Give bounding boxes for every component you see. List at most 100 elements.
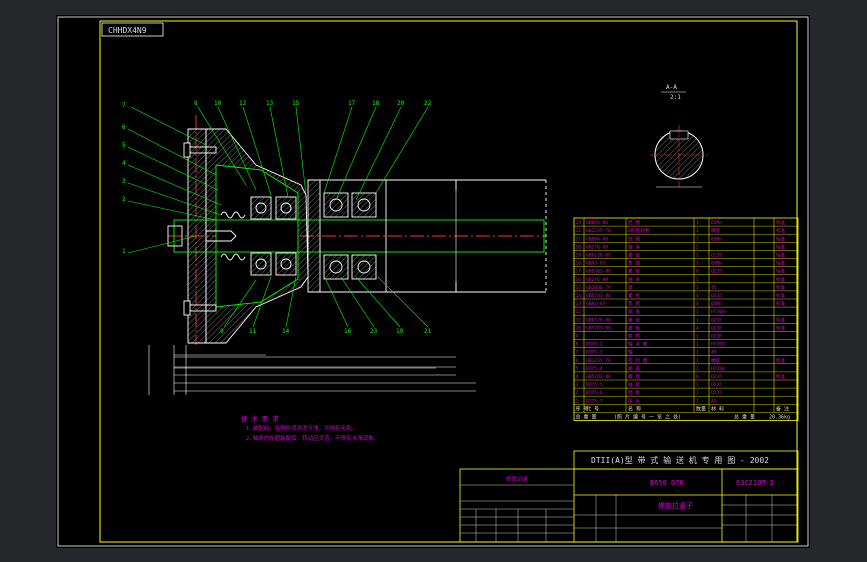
balloon-bottom-16: 16 xyxy=(344,328,352,335)
balloon-left-7: 7 xyxy=(122,102,126,109)
bom-cell-name: 挡 圈 xyxy=(628,219,640,226)
bom-cell-code: DT75-4 xyxy=(586,366,603,372)
bom-cell-no: 20 xyxy=(576,244,582,250)
bom-cell-qty: 1 xyxy=(696,236,699,242)
bom-cell-qty: 4 xyxy=(696,325,699,331)
bom-cell-code: GB1235-76 xyxy=(586,358,611,364)
balloon-left-2: 2 xyxy=(122,196,126,203)
balloon-left-3: 3 xyxy=(122,178,126,185)
bom-cell-code: DT75-6 xyxy=(586,390,603,396)
bom-cell-name: 螺 栓 xyxy=(628,292,640,299)
corner-tag: CHHDX4N9 xyxy=(108,26,147,35)
bom-cell-code: DT75-3 xyxy=(586,350,603,356)
bom-cell-code: GB6170-86 xyxy=(586,253,611,259)
bom-cell-mat: 65Mn xyxy=(711,301,722,307)
bom-cell-no: 2 xyxy=(576,390,579,396)
bom-cell-name: 螺 栓 xyxy=(628,324,640,331)
title-block-grid xyxy=(460,484,798,542)
bom-cell-no: 7 xyxy=(576,350,579,356)
bom-cell-name: 端 盖 xyxy=(628,308,640,315)
bearing-group-2 xyxy=(323,192,377,280)
bom-cell-no: 18 xyxy=(576,261,582,267)
balloon-bottom-9: 9 xyxy=(220,328,224,335)
bom-header-qty: 数量 xyxy=(696,405,706,412)
bom-cell-no: 19 xyxy=(576,253,582,259)
bom-cell-qty: 4 xyxy=(696,293,699,299)
bom-cell-qty: 1 xyxy=(696,277,699,283)
bom-cell-no: 5 xyxy=(576,366,579,372)
bom-cell-name: 螺 栓 xyxy=(628,373,640,380)
bom-cell-mat: 橡胶 xyxy=(711,357,721,364)
bom-cell-mat: Q235 xyxy=(711,382,722,388)
bom-cell-code: GB93-87 xyxy=(586,261,606,267)
notes-line-2: 2.轴承内外圈装配后，转动应灵活，不得有卡滞现象。 xyxy=(246,434,379,442)
title-banner: DTII(A)型 带 式 输 送 机 专 用 图 - 2002 xyxy=(591,455,769,465)
bom-header-name: 名 称 xyxy=(628,405,641,412)
bom-cell-name: 轴 承 座 xyxy=(628,341,648,348)
bom-cell-code: GB276-89 xyxy=(586,244,608,250)
bom-cell-name: 螺 栓 xyxy=(628,268,640,275)
code-right: 63C210M-2 xyxy=(736,479,774,487)
bom-cell-name: 轴 承 xyxy=(628,243,640,250)
shaft-key xyxy=(205,230,237,242)
balloon-top-12: 12 xyxy=(239,100,247,107)
bom-cell-name: 挡 圈 xyxy=(628,235,640,242)
bom-cell-qty: 2 xyxy=(696,244,699,250)
bom-cell-no: 4 xyxy=(576,374,579,380)
bom-cell-mat: 45 xyxy=(711,285,717,291)
bom-header-no: 序 号 xyxy=(576,405,589,412)
bom-cell-qty: 1 xyxy=(696,350,699,356)
bom-cell-name: 套 筒 xyxy=(628,333,640,340)
bom-cell-note: 标准 xyxy=(776,276,786,283)
bom-cell-name: 挡 板 xyxy=(628,389,640,396)
bom-cell-name: 垫 圈 xyxy=(628,260,640,267)
bom-cell-qty: 1 xyxy=(696,398,699,404)
balloon-top-17: 17 xyxy=(348,100,356,107)
bom-cell-code: GB5783-86 xyxy=(586,325,611,331)
bom-cell-note: 标准 xyxy=(776,300,786,307)
balloon-bottom-21: 21 xyxy=(424,328,432,335)
bom-cell-code: GB1235-76 xyxy=(586,228,611,234)
bom-cell-name: 轴 承 xyxy=(628,276,640,283)
sheet-outer-border xyxy=(57,16,809,547)
bom-cell-name: 键 xyxy=(628,284,633,291)
bom-cell-name: 接 头 xyxy=(628,397,640,404)
bom-weight-cell: 20.36kg xyxy=(769,415,790,421)
bom-cell-mat: Q235 xyxy=(711,374,722,380)
bom-cell-code: GB5783-86 xyxy=(586,293,611,299)
bom-cell-mat: Q235 xyxy=(711,269,722,275)
bom-cell-code: GB276-89 xyxy=(586,277,608,283)
bom-cell-no: 12 xyxy=(576,309,582,315)
dimension-lines xyxy=(148,180,476,395)
bom-cell-no: 11 xyxy=(576,317,582,323)
cad-drawing: CHHDX4N9 xyxy=(57,16,809,547)
technical-notes: 技 术 要 求 1.装配前，各零件须清洗干净，不得有毛刺。 2.轴承内外圈装配后… xyxy=(241,414,379,442)
bom-cell-code: GB894-86 xyxy=(586,236,608,242)
bom-cell-mat: Q235 xyxy=(711,334,722,340)
bom-cell-no: 23 xyxy=(576,220,582,226)
drawing-canvas: CHHDX4N9 xyxy=(56,15,810,548)
bom-cell-note: 标准 xyxy=(776,373,786,380)
bom-header-mat: 材 料 xyxy=(711,405,724,412)
bom-cell-note: 标准 xyxy=(776,316,786,323)
bom-cell-note: 标准 xyxy=(776,324,786,331)
bom-cell-note: 标准 xyxy=(776,219,786,226)
tube-housing xyxy=(308,179,387,293)
bom-cell-no: 3 xyxy=(576,382,579,388)
bom-cell-code: GB1096-79 xyxy=(586,285,611,291)
bom-cell-qty: 6 xyxy=(696,374,699,380)
bom-cell-qty: 1 xyxy=(696,334,699,340)
bearing-group-1 xyxy=(250,196,297,276)
balloon-left-4: 4 xyxy=(122,160,126,167)
balloon-left-5: 5 xyxy=(122,142,126,149)
